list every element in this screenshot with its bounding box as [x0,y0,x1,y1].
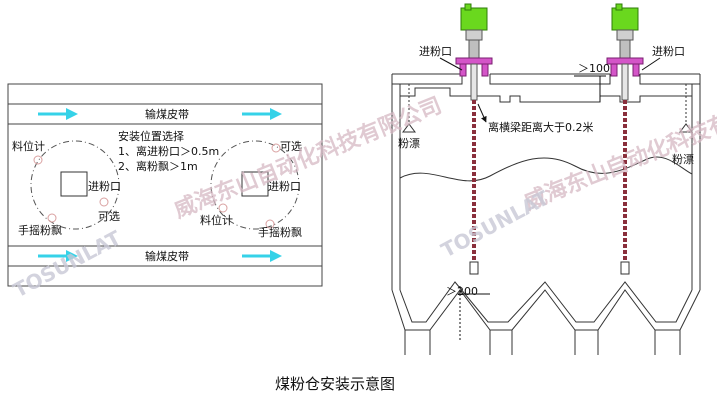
dimension-200 [459,286,490,340]
install-rule-2: 2、离粉飘＞1m [118,159,198,173]
right-inlet-label: 进粉口 [268,180,301,193]
inlet-label-right: 进粉口 [652,45,685,58]
left-float-label: 手摇粉飘 [18,223,62,237]
dimension-100 [574,75,606,102]
left-bin-plan: 料位计 进粉口 可选 手摇粉飘 [12,139,121,237]
watermark: 威海东山自动化科技有限公司 威海东山自动化科技有限公司 TOSUNLAT TOS… [9,84,717,302]
float-label-right: 粉漂 [672,153,694,166]
inlet-square [60,171,88,197]
beam-note-label: 离横梁距离大于0.2米 [488,120,594,134]
sensor-head-icon [611,7,639,31]
belt-top-label: 输煤皮带 [145,107,189,121]
watermark-logo-1: TOSUNLAT [9,225,125,302]
belt-arrow-icon [38,108,78,120]
probe-weight-icon [469,261,479,275]
section-view [391,73,701,355]
belt-arrow-icon [38,250,78,262]
belt-arrow-icon [242,250,282,262]
level-sensor-right [606,3,644,275]
left-inlet-label: 进粉口 [88,180,121,193]
plan-frame [7,83,323,287]
optional-marker [99,197,109,207]
belt-arrow-icon [242,108,282,120]
left-optional-label: 可选 [98,210,120,223]
inlet-label-left: 进粉口 [419,45,452,58]
belt-bottom-label: 输煤皮带 [145,249,189,263]
dim-100-label: ＞100 [578,62,610,75]
plan-view: 输煤皮带 输煤皮带 安装位置选择 1、离进粉口＞0.5m 2、离粉飘＞1m 料位… [7,83,323,287]
install-rule-1: 1、离进粉口＞0.5m [118,144,219,158]
right-optional-label: 可选 [280,140,302,153]
sensor-head-icon [460,7,488,31]
right-level-gauge-label: 料位计 [200,213,233,227]
left-level-gauge-label: 料位计 [12,139,45,153]
install-title: 安装位置选择 [118,129,184,143]
beam-leader [477,103,487,123]
diagram-caption: 煤粉仓安装示意图 [275,375,395,393]
level-gauge-marker [33,155,43,165]
float-marker [265,219,275,229]
level-sensor-left [455,3,493,275]
probe-weight-icon [620,261,630,275]
flange-icon [606,57,644,65]
flange-icon [455,57,493,65]
float-marker [47,213,57,223]
watermark-logo-2: TOSUNLAT [437,185,553,262]
float-label-left: 粉漂 [398,137,420,150]
watermark-company-2: 威海东山自动化科技有限公司 [521,84,717,215]
right-bin-plan: 可选 进粉口 料位计 手摇粉飘 [200,140,302,239]
level-gauge-marker [218,203,228,213]
inlet-square [241,171,269,197]
right-float-label: 手摇粉飘 [258,225,302,239]
dim-200-label: ＞200 [446,285,478,298]
optional-marker [271,143,281,153]
